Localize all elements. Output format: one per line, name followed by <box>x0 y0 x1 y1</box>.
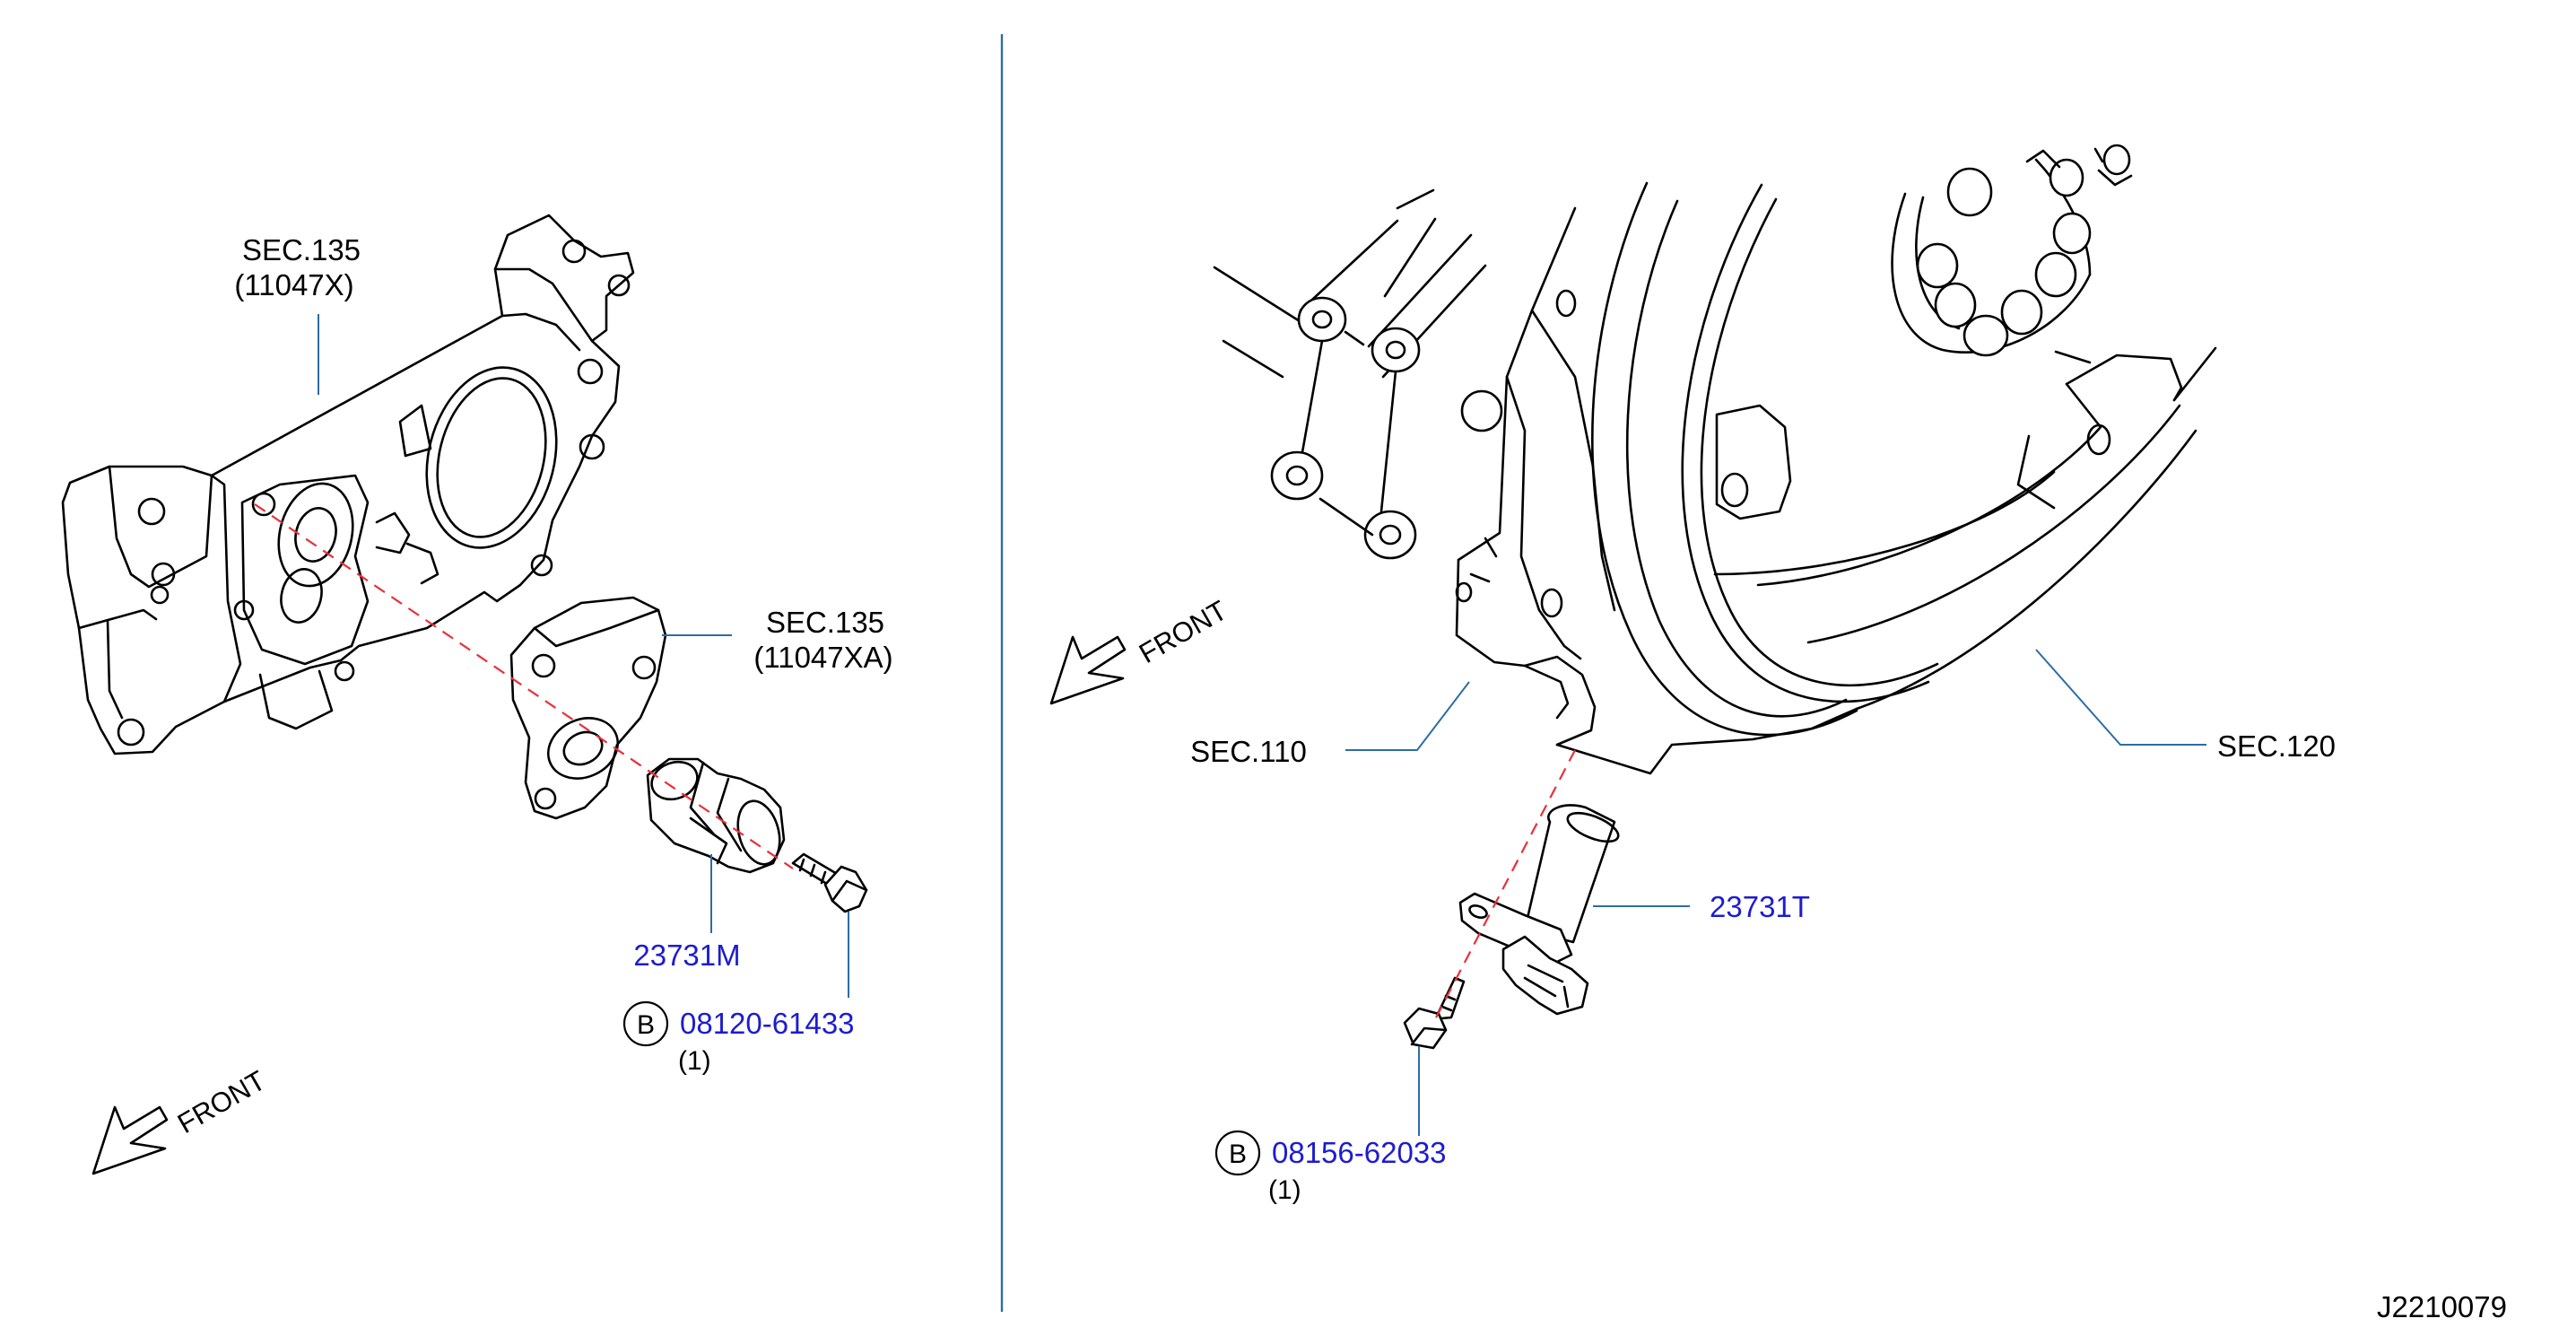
label-sec135-a-title: SEC.135 <box>242 233 361 266</box>
front-arrow-right-icon <box>1049 635 1127 705</box>
part-link-08120-61433[interactable]: 08120-61433 <box>680 1007 855 1040</box>
badge-letter-left: B <box>637 1010 655 1040</box>
label-sec135-b-title: SEC.135 <box>766 606 884 639</box>
left-center-line <box>254 503 794 869</box>
front-arrow-left: FRONT <box>91 1064 271 1175</box>
front-label-right: FRONT <box>1134 594 1232 669</box>
part-link-08156-62033[interactable]: 08156-62033 <box>1272 1136 1447 1169</box>
badge-circle-left <box>622 1000 669 1047</box>
label-sec120: SEC.120 <box>2217 729 2336 763</box>
crankshaft-sensor-23731T-drawing <box>1458 804 1620 1016</box>
front-arrow-left-icon <box>91 1105 169 1175</box>
bolt-08156-62033-drawing <box>1403 976 1466 1050</box>
front-arrow-right: FRONT <box>1049 594 1232 705</box>
label-sec135-b-code: (11047XA) <box>753 641 892 674</box>
bolt-callout-left[interactable]: B 08120-61433 (1) <box>622 1000 855 1076</box>
bolt-08120-61433-drawing <box>791 852 868 913</box>
camshaft-sensor-23731M-drawing <box>646 757 786 874</box>
sensor-bracket-drawing <box>509 596 667 820</box>
badge-circle-right <box>1214 1130 1261 1176</box>
badge-letter-right: B <box>1229 1140 1247 1169</box>
leader-sec110 <box>1345 681 1470 751</box>
label-sec110: SEC.110 <box>1190 735 1307 768</box>
part-link-23731M[interactable]: 23731M <box>633 939 740 972</box>
label-sec135-a-code: (11047X) <box>234 268 353 301</box>
bolt-qty-right: (1) <box>1268 1175 1301 1205</box>
engine-block-transmission-drawing <box>1213 144 2217 775</box>
right-center-line <box>1434 749 1576 1020</box>
figure-id: J2210079 <box>2377 1290 2507 1323</box>
engine-front-cover-drawing <box>61 214 635 755</box>
front-label-left: FRONT <box>172 1064 271 1140</box>
bolt-qty-left: (1) <box>678 1046 711 1076</box>
leader-sec120 <box>2035 649 2206 746</box>
bolt-callout-right[interactable]: B 08156-62033 (1) <box>1214 1130 1447 1205</box>
part-link-23731T[interactable]: 23731T <box>1710 890 1810 923</box>
